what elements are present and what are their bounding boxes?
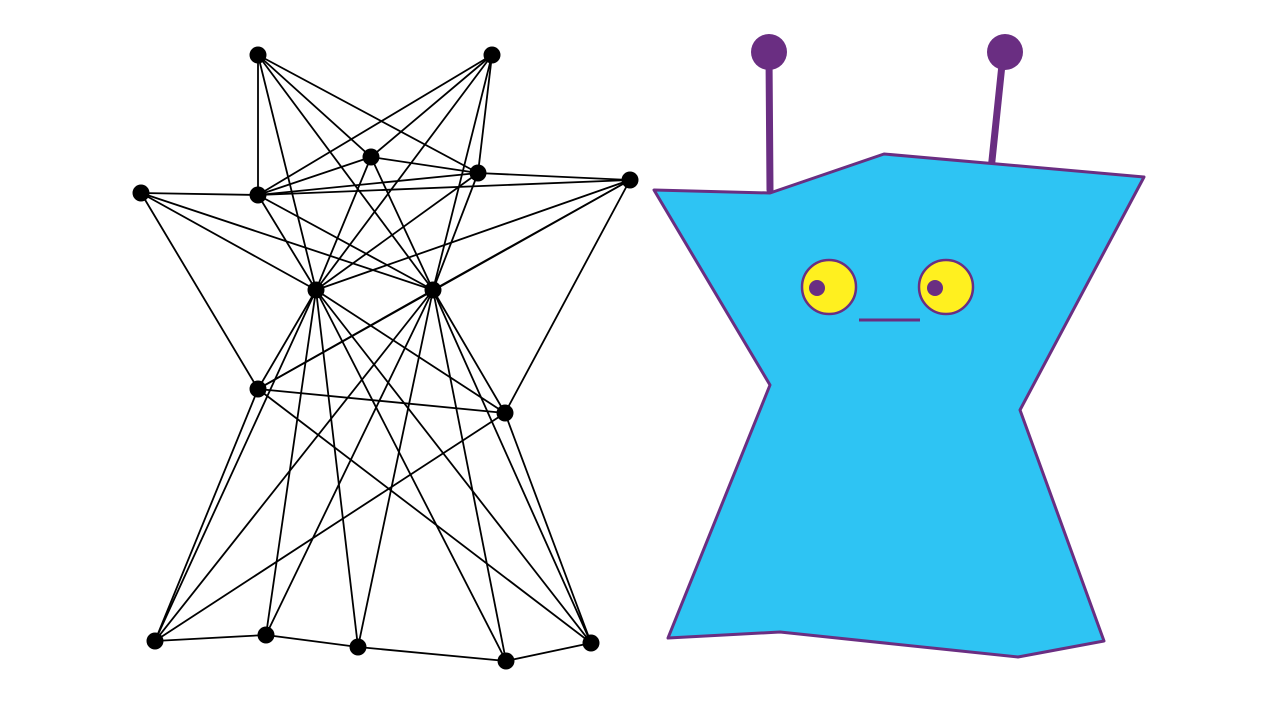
right-antenna-ball: [987, 34, 1023, 70]
graph-node: [424, 281, 442, 299]
graph-edge: [265, 289, 317, 636]
graph-edge: [504, 412, 592, 644]
graph-edge: [257, 289, 317, 390]
graph-edge: [154, 388, 259, 642]
graph-edge: [257, 156, 372, 196]
graph-edge: [257, 54, 493, 196]
graph-edge: [504, 179, 631, 414]
graph-edge: [257, 289, 434, 390]
graph-edge: [257, 388, 506, 414]
graph-edge: [432, 172, 479, 291]
right-pupil: [927, 280, 943, 296]
graph-edge: [265, 634, 359, 648]
graph-node: [483, 46, 501, 64]
graph-node: [249, 380, 267, 398]
graph-node: [146, 632, 164, 650]
graph-node: [257, 626, 275, 644]
graph-edge: [357, 289, 434, 648]
graph-edge: [370, 156, 434, 291]
graph-edge: [257, 179, 631, 196]
graph-edge: [370, 156, 479, 174]
graph-node: [621, 171, 639, 189]
graph-edges: [140, 54, 631, 662]
graph-edge: [315, 172, 479, 291]
graph-edge: [432, 54, 493, 291]
graph-edge: [357, 646, 507, 662]
left-pupil: [809, 280, 825, 296]
graph-edge: [154, 289, 317, 642]
graph-edge: [315, 289, 592, 644]
graph-edge: [432, 289, 506, 414]
left-eye: [800, 258, 858, 316]
graph-edge: [477, 172, 631, 181]
graph-node: [582, 634, 600, 652]
graph-edge: [265, 289, 434, 636]
graph-edge: [315, 289, 506, 414]
graph-edge: [140, 192, 259, 390]
network-graph: [132, 46, 639, 670]
graph-edge: [257, 54, 434, 291]
graph-node: [349, 638, 367, 656]
right-eye: [917, 258, 975, 316]
graph-edge: [370, 54, 493, 158]
graph-edge: [140, 192, 317, 291]
graph-node: [496, 404, 514, 422]
graph-edge: [154, 412, 506, 642]
graph-edge: [257, 194, 317, 291]
graph-node: [249, 46, 267, 64]
graph-edge: [257, 172, 479, 196]
graph-edge: [315, 54, 493, 291]
graph-edge: [315, 179, 631, 291]
graph-edge: [315, 156, 372, 291]
graph-edge: [257, 54, 479, 174]
graph-edge: [257, 54, 317, 291]
graph-node: [362, 148, 380, 166]
graph-node: [469, 164, 487, 182]
graph-edge: [315, 289, 507, 662]
graph-nodes: [132, 46, 639, 670]
graph-edge: [257, 54, 372, 158]
graph-edge: [477, 54, 493, 174]
left-antenna-ball: [751, 34, 787, 70]
graph-edge: [154, 634, 267, 642]
left-antenna-stalk: [765, 51, 774, 194]
blue-creature: [652, 34, 1146, 659]
graph-node: [307, 281, 325, 299]
graph-edge: [257, 388, 592, 644]
graph-edge: [505, 642, 592, 662]
graph-edge: [432, 289, 507, 662]
graph-edge: [315, 289, 359, 648]
graph-edge: [432, 289, 592, 644]
right-antenna-stalk: [987, 51, 1007, 174]
graph-edge: [257, 194, 434, 291]
graph-node: [497, 652, 515, 670]
graph-edge: [140, 192, 259, 196]
graph-edge: [154, 289, 434, 642]
creature-body: [652, 152, 1146, 659]
graph-node: [249, 186, 267, 204]
graph-node: [132, 184, 150, 202]
